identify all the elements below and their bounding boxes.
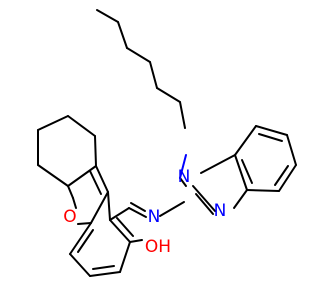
bond-ring-c2-double (116, 217, 134, 237)
bond-c7a-n1 (200, 154, 236, 174)
bond-ring-c4-double (92, 265, 115, 270)
bond-c2-n1 (179, 177, 187, 187)
bond-ring-c5 (69, 253, 91, 277)
bond-ring-c2 (109, 219, 131, 243)
bond-c7-c6-double (258, 133, 283, 142)
bond-c7-c6 (255, 125, 288, 136)
bond-ch-aryl (109, 207, 130, 221)
imine-n-label: N (148, 207, 161, 227)
bond-ring-c6-double (77, 229, 94, 253)
hydroxyl-label: OH (145, 237, 171, 257)
bond-ring-a6 (37, 164, 69, 187)
bond-c4-c3a (246, 189, 280, 192)
imine-linker (109, 201, 185, 221)
bond-furan-5 (72, 197, 77, 209)
structure-canvas: N N N O OH (37, 9, 297, 277)
bond-c3a-c7a (234, 154, 248, 191)
bond-nimine-ch-double (130, 202, 146, 212)
bond-c6-n1 (179, 101, 186, 129)
bond-c5-c6 (156, 87, 181, 103)
furan-o-label: O (63, 207, 76, 227)
bond-furan-2-double (89, 170, 102, 195)
bond-c7a-c7 (234, 125, 257, 156)
tetrahydrodibenzofuran (37, 115, 143, 277)
bond-c2-n3-double (195, 193, 214, 215)
bond-ring-c3 (119, 241, 131, 273)
bond-ring-c4 (89, 271, 121, 277)
bond-furan-2 (95, 165, 109, 193)
bond-c3-c4 (126, 47, 151, 63)
bond-n3-c3a (233, 189, 248, 209)
benzimidazole (179, 125, 297, 215)
bond-c5-c4 (278, 164, 297, 192)
atom-labels: N N N O OH (63, 167, 226, 257)
bond-c2-nimine (159, 201, 185, 217)
bond-c4-c5 (149, 61, 158, 89)
bond-ring-c6 (69, 222, 92, 255)
n1-label: N (178, 167, 191, 187)
bond-c2-n3 (192, 185, 216, 212)
bond-c5-c4-double (274, 165, 289, 186)
bond-furan-1 (67, 185, 74, 199)
n3-label: N (214, 201, 227, 221)
bond-ring-a4 (67, 165, 97, 187)
bond-ring-a1 (37, 115, 69, 131)
bond-c3a-c7a-double (241, 159, 253, 184)
bond-c2-c3 (117, 21, 128, 49)
bond-c2-n1-b (179, 154, 187, 179)
bond-furan-4 (77, 222, 92, 225)
bond-ring-c1 (107, 191, 111, 221)
bond-c-oh (129, 239, 143, 243)
bond-c6-c5 (286, 134, 297, 166)
bond-ring-a2 (67, 115, 96, 137)
hexyl-chain (96, 9, 186, 129)
bond-c1-c2 (96, 9, 119, 23)
bond-furan-3 (90, 191, 109, 224)
molecule-structure: N N N O OH (37, 9, 297, 277)
bond-nimine-ch (128, 207, 147, 218)
bond-ring-a3 (94, 135, 97, 167)
